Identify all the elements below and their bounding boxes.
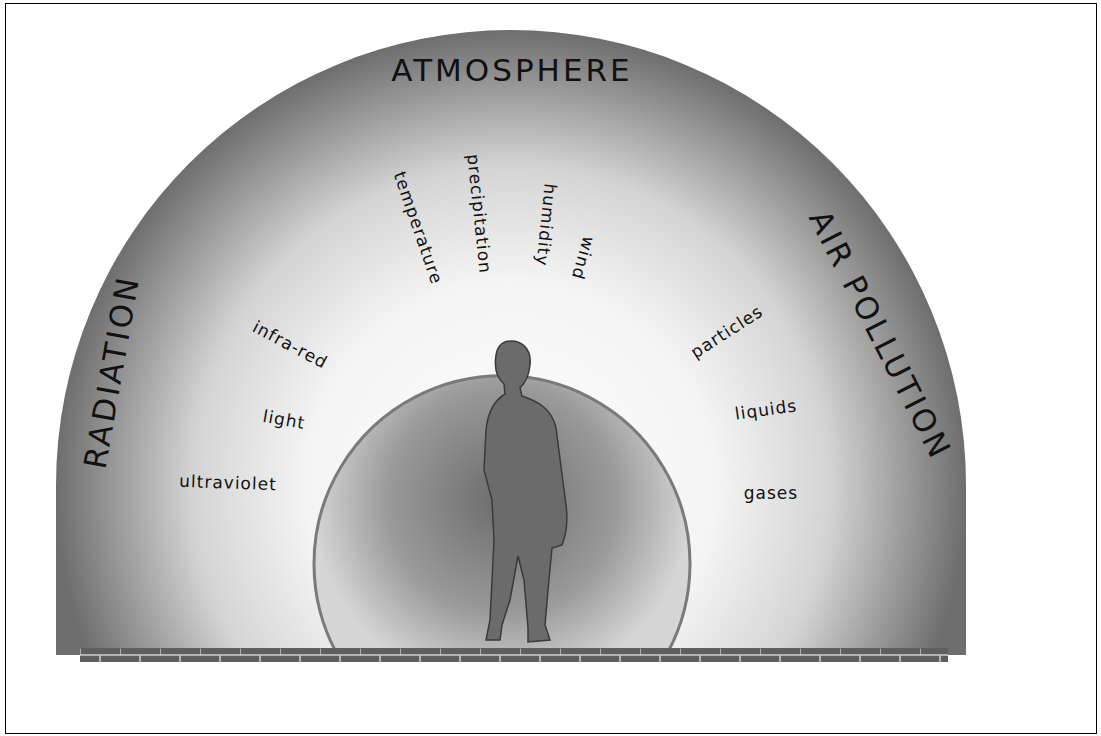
factor-label: temperature [391, 170, 445, 287]
category-heading: RADIATION [80, 273, 145, 471]
factor-label: ultraviolet [179, 473, 277, 493]
factor-label: particles [688, 303, 766, 362]
brick-ground [80, 648, 948, 662]
category-heading: ATMOSPHERE [391, 55, 632, 86]
person-silhouette [484, 341, 567, 642]
factor-label: light [262, 408, 307, 432]
factor-label: wind [569, 234, 598, 281]
atmosphere-dome [56, 30, 966, 655]
factor-label: precipitation [464, 153, 493, 274]
factor-label: liquids [734, 397, 798, 423]
frame [6, 4, 1097, 734]
category-heading: AIR POLLUTION [804, 205, 957, 464]
factor-label: infra-red [250, 318, 330, 371]
factor-label: humidity [533, 183, 559, 267]
factor-label: gases [744, 485, 798, 502]
